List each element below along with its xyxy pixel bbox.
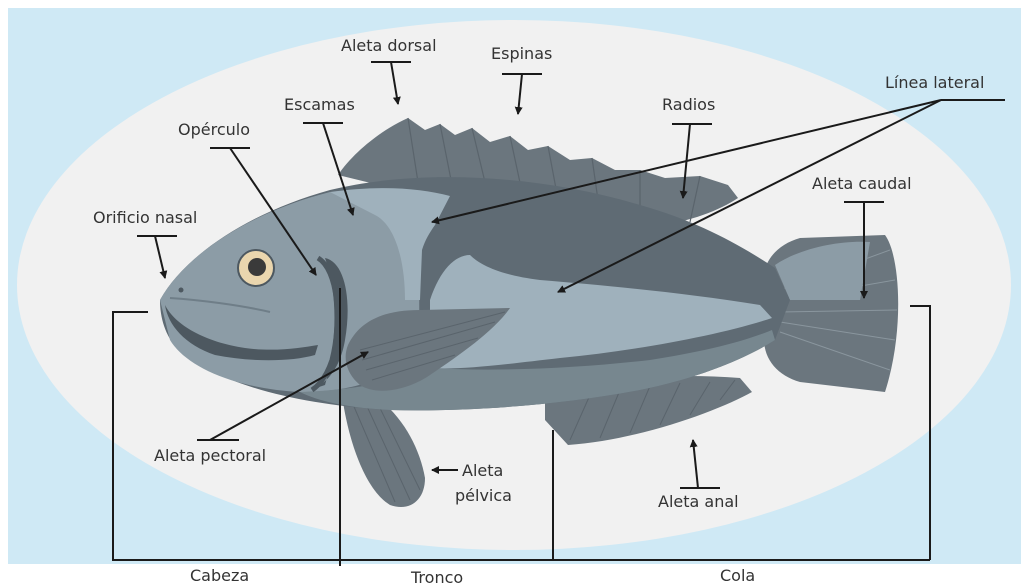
label-aleta-pectoral: Aleta pectoral: [154, 448, 266, 464]
label-aleta-anal: Aleta anal: [658, 494, 739, 510]
label-aleta-pelvica-2: pélvica: [455, 488, 512, 504]
label-aleta-pelvica-1: Aleta: [462, 463, 503, 479]
label-cabeza: Cabeza: [190, 568, 249, 584]
label-aleta-caudal: Aleta caudal: [812, 176, 912, 192]
fish-eye-pupil: [248, 258, 266, 276]
label-escamas: Escamas: [284, 97, 355, 113]
label-cola: Cola: [720, 568, 755, 584]
label-espinas: Espinas: [491, 46, 552, 62]
nasal-opening: [179, 288, 184, 293]
label-operculo: Opérculo: [178, 122, 250, 138]
label-linea-lateral: Línea lateral: [885, 75, 984, 91]
label-radios: Radios: [662, 97, 715, 113]
label-tronco: Tronco: [411, 570, 463, 586]
label-orificio-nasal: Orificio nasal: [93, 210, 197, 226]
label-aleta-dorsal: Aleta dorsal: [341, 38, 437, 54]
